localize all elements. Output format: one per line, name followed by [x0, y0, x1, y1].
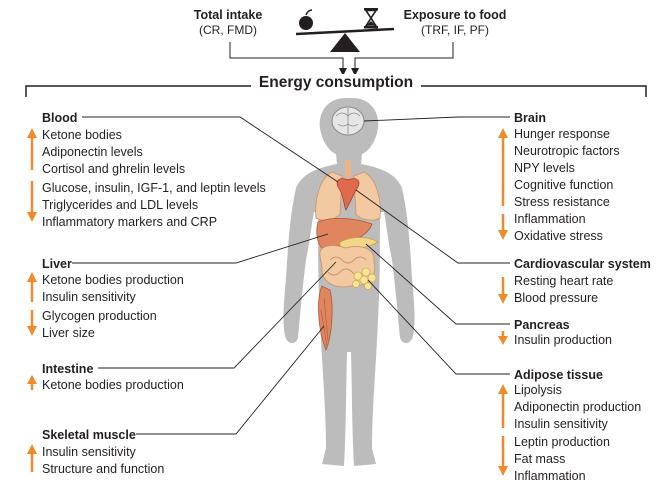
list-item: Blood pressure: [514, 291, 599, 305]
list-item: Resting heart rate: [514, 274, 614, 288]
list-item: Oxidative stress: [514, 229, 603, 243]
brain-title: Brain: [514, 111, 546, 125]
change-arrows: [27, 128, 508, 476]
brain-organ: [331, 106, 365, 136]
list-item: Triglycerides and LDL levels: [42, 198, 199, 212]
exposure-title: Exposure to food: [403, 8, 507, 22]
list-item: Adiponectin production: [514, 400, 642, 414]
lungs-organ: [315, 160, 381, 221]
cardiovascular-title: Cardiovascular system: [514, 257, 651, 271]
list-item: Insulin sensitivity: [514, 417, 608, 431]
list-item: Hunger response: [514, 127, 610, 141]
list-item: Stress resistance: [514, 195, 610, 209]
list-item: Glucose, insulin, IGF-1, and leptin leve…: [42, 181, 266, 195]
energy-consumption-header: Energy consumption: [0, 74, 672, 92]
leader-lines: [72, 116, 510, 435]
list-item: Adiponectin levels: [42, 145, 143, 159]
list-item: Ketone bodies production: [42, 378, 184, 392]
total-intake-sub: (CR, FMD): [199, 23, 257, 37]
list-item: Inflammation: [514, 469, 586, 483]
list-item: Fat mass: [514, 452, 566, 466]
list-item: Neurotropic factors: [514, 144, 620, 158]
intake-connectors: [229, 42, 454, 76]
blood-title: Blood: [42, 111, 78, 125]
list-item: Structure and function: [42, 462, 165, 476]
list-item: Liver size: [42, 326, 95, 340]
adipose-title: Adipose tissue: [514, 368, 603, 382]
adipose-organ: [352, 267, 377, 290]
exposure-sub: (TRF, IF, PF): [421, 23, 489, 37]
list-item: NPY levels: [514, 161, 575, 175]
skeletal-muscle-organ: [318, 285, 333, 352]
total-intake-label: Total intake (CR, FMD): [168, 8, 288, 38]
list-item: Cortisol and ghrelin levels: [42, 162, 186, 176]
intestine-title: Intestine: [42, 362, 94, 376]
list-item: Ketone bodies: [42, 128, 122, 142]
list-item: Insulin sensitivity: [42, 445, 136, 459]
hourglass-icon: [364, 8, 378, 29]
exposure-label: Exposure to food (TRF, IF, PF): [396, 8, 514, 38]
list-item: Inflammation: [514, 212, 586, 226]
list-item: Ketone bodies production: [42, 273, 184, 287]
list-item: Insulin production: [514, 333, 612, 347]
list-item: Lipolysis: [514, 383, 562, 397]
list-item: Inflammatory markers and CRP: [42, 215, 218, 229]
list-item: Insulin sensitivity: [42, 290, 136, 304]
total-intake-title: Total intake: [193, 8, 263, 22]
list-item: Glycogen production: [42, 309, 157, 323]
balance-scale-icon: [295, 27, 395, 52]
apple-icon: [299, 9, 313, 30]
list-item: Leptin production: [514, 435, 610, 449]
list-item: Cognitive function: [514, 178, 614, 192]
pancreas-title: Pancreas: [514, 318, 570, 332]
liver-title: Liver: [42, 257, 72, 271]
skeletal-muscle-title: Skeletal muscle: [42, 428, 136, 442]
